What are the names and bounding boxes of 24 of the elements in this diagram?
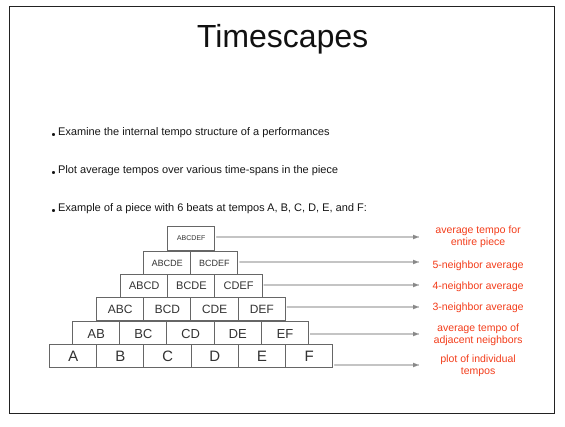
arrow [263,282,420,288]
slide-title: Timescapes [196,18,370,55]
tempo-cell: ABC [96,297,144,321]
annotation-text: plot of individual tempos [424,352,532,378]
tempo-cell: BCDEF [190,251,238,275]
annotation-text: 5-neighbor average [424,258,532,272]
tempo-cell: AB [72,321,120,345]
bullet-text: Example of a piece with 6 beats at tempos A, B, C, D, E, and F: [58,202,367,214]
tempo-cell: EF [260,321,309,345]
tempo-cell: A [49,344,98,368]
tempo-cell: DEF [238,297,286,321]
bullet-text: Plot average tempos over various time-spans in the piece [58,164,338,176]
arrow [310,332,420,336]
arrow [334,362,420,368]
arrow [216,234,420,240]
annotation-text: 3-neighbor average [424,300,532,314]
bullet-text: Examine the internal tempo structure of a performances [58,126,330,138]
annotation-text: 4-neighbor average [424,279,532,293]
annotation-text: average tempo for entire piece [424,223,532,249]
annotation-text: average tempo of adjacent neighbors [424,321,532,347]
tempo-cell: ABCDE [143,251,192,275]
arrow [238,260,420,264]
tempo-cell: F [285,344,334,368]
arrow [286,304,420,310]
